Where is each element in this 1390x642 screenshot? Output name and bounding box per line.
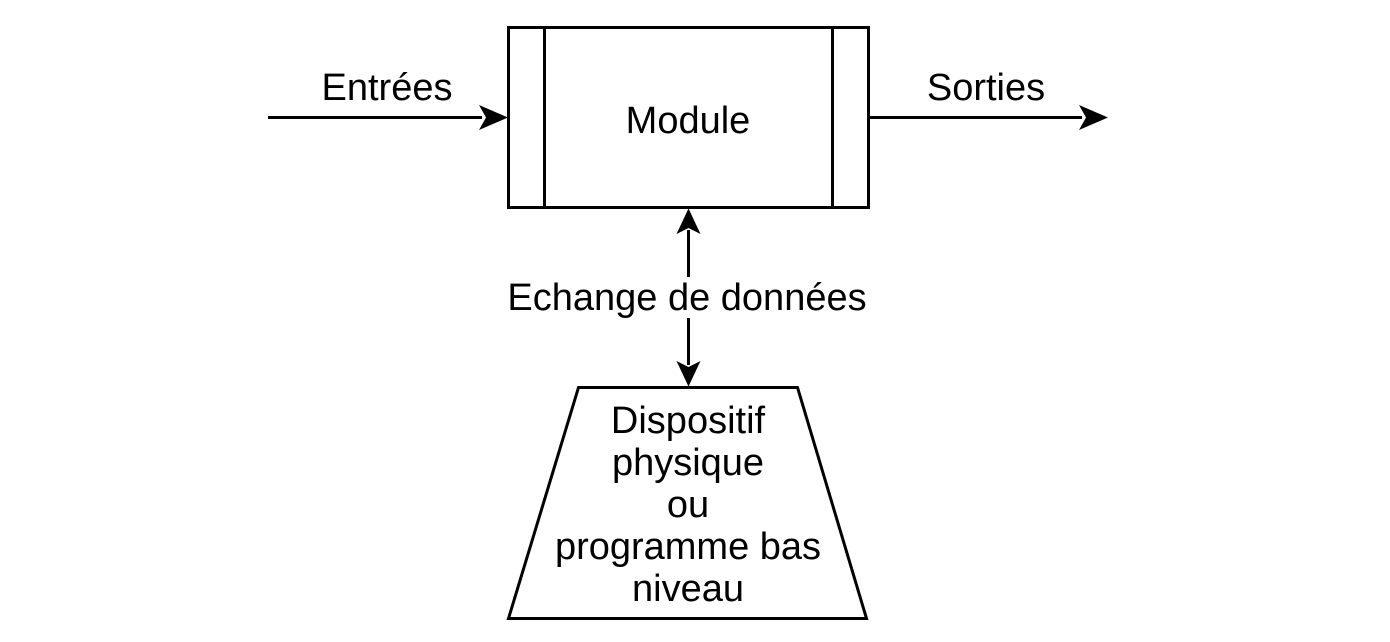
device-label-line-2: physique — [612, 442, 764, 484]
device-label-line-1: Dispositif — [611, 400, 766, 442]
exchange-arrowhead-down-icon — [676, 361, 701, 387]
module-box: Module — [507, 26, 870, 209]
input-label: Entrées — [322, 67, 453, 109]
exchange-label: Echange de données — [507, 277, 866, 319]
input-arrowhead-icon — [479, 105, 508, 130]
device-label-line-4: programme bas — [555, 526, 821, 568]
output-arrow — [870, 105, 1108, 130]
output-label: Sorties — [927, 67, 1045, 109]
device-trapezoid: Dispositif physique ou programme bas niv… — [506, 386, 869, 620]
device-label-line-3: ou — [667, 484, 709, 526]
exchange-arrow — [676, 208, 701, 387]
module-label: Module — [626, 100, 751, 142]
output-arrowhead-icon — [1079, 105, 1108, 130]
exchange-arrowhead-up-icon — [676, 208, 701, 234]
input-arrow — [268, 105, 508, 130]
device-label-line-5: niveau — [632, 568, 744, 610]
